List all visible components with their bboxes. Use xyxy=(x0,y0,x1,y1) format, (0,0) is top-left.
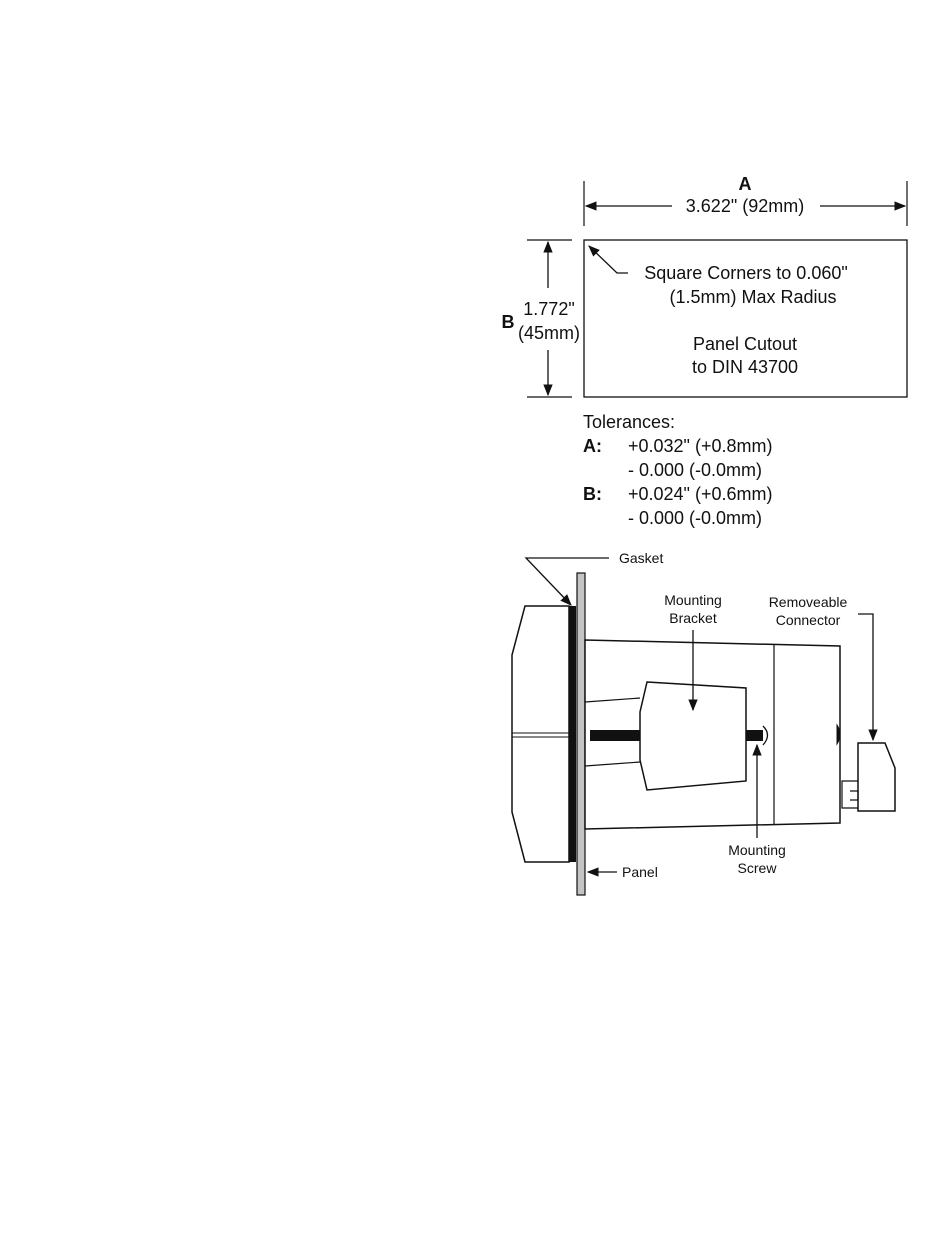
tolerance-a-label: A: xyxy=(583,436,602,456)
side-view-drawing: Gasket Mounting Bracket Removeable Conne… xyxy=(512,550,895,895)
dim-b-value-line2: (45mm) xyxy=(518,323,580,343)
corner-note-line1: Square Corners to 0.060" xyxy=(644,263,848,283)
bracket-label-line1: Mounting xyxy=(664,592,722,608)
panel-cutout-drawing: A 3.622" (92mm) B 1.772" (45mm) Square C… xyxy=(502,174,908,397)
tolerance-b-minus: - 0.000 (-0.0mm) xyxy=(628,508,762,528)
panel-cutout-line2: to DIN 43700 xyxy=(692,357,798,377)
connector-label-line1: Removeable xyxy=(769,594,848,610)
screw-shaft-left xyxy=(590,730,644,741)
panel-label: Panel xyxy=(622,864,658,880)
front-bezel xyxy=(512,606,569,862)
screw-shaft-right xyxy=(746,730,763,741)
tolerance-a-minus: - 0.000 (-0.0mm) xyxy=(628,460,762,480)
bracket-label-line2: Bracket xyxy=(669,610,717,626)
removeable-connector xyxy=(858,743,895,811)
dim-b-value-line1: 1.772" xyxy=(523,299,574,319)
tolerance-b-plus: +0.024" (+0.6mm) xyxy=(628,484,772,504)
corner-note-line2: (1.5mm) Max Radius xyxy=(669,287,836,307)
gasket xyxy=(569,606,576,862)
screw-label-line2: Screw xyxy=(738,860,778,876)
tolerance-a-plus: +0.032" (+0.8mm) xyxy=(628,436,772,456)
tolerances-block: Tolerances: A: +0.032" (+0.8mm) - 0.000 … xyxy=(583,412,772,528)
panel xyxy=(577,573,585,895)
corner-note-leader xyxy=(589,246,628,273)
screw-label-line1: Mounting xyxy=(728,842,786,858)
connector-plug-body xyxy=(842,781,858,808)
connector-plug-tab xyxy=(850,791,858,800)
dim-a-value: 3.622" (92mm) xyxy=(686,196,804,216)
connector-label-line2: Connector xyxy=(776,612,841,628)
dim-b-letter: B xyxy=(502,312,515,332)
connector-leader xyxy=(858,614,873,740)
tolerances-heading: Tolerances: xyxy=(583,412,675,432)
panel-cutout-line1: Panel Cutout xyxy=(693,334,797,354)
gasket-label: Gasket xyxy=(619,550,663,566)
dim-a-letter: A xyxy=(739,174,752,194)
tolerance-b-label: B: xyxy=(583,484,602,504)
gasket-leader xyxy=(526,558,609,605)
